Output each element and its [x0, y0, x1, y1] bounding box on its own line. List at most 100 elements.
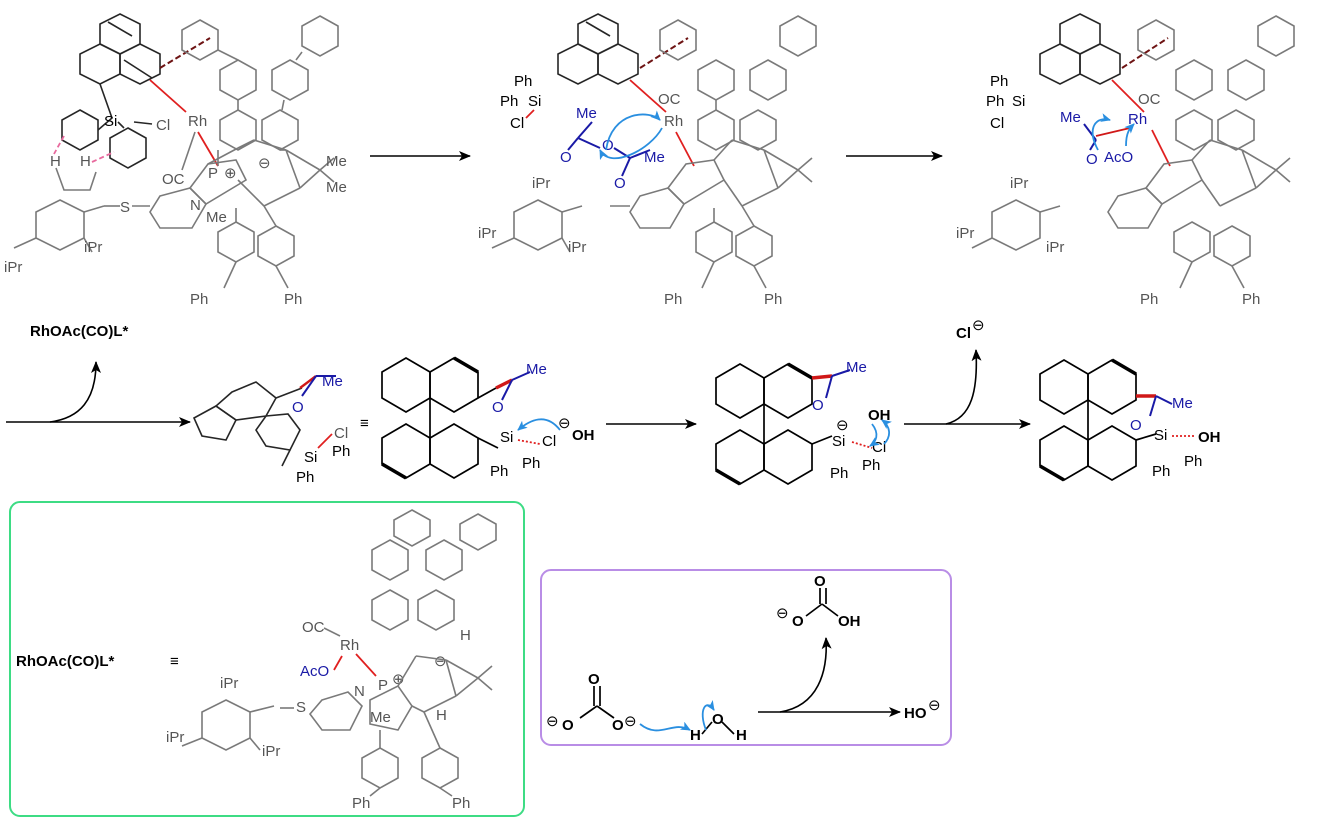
cl-label-2: Cl	[510, 115, 524, 132]
ligand-h-a: H	[460, 627, 471, 644]
equiv-sign-1: ≡	[360, 415, 369, 432]
ligand-n: N	[354, 683, 365, 700]
si-penta: Si	[832, 433, 845, 450]
ipr-b-2: iPr	[478, 225, 496, 242]
cl-label-3: Cl	[990, 115, 1004, 132]
hydroxide-minus: ⊖	[558, 415, 571, 432]
ph-a-2: Ph	[514, 73, 532, 90]
o-product: O	[1130, 417, 1142, 434]
me-b-2: Me	[644, 149, 665, 166]
h-label-1: H	[50, 153, 61, 170]
released-catalyst-label: RhOAc(CO)L*	[30, 323, 128, 340]
o-c-2: O	[614, 175, 626, 192]
ph-b-3: Ph	[986, 93, 1004, 110]
minus-penta: ⊖	[836, 417, 849, 434]
carbonate-minus-b: ⊖	[624, 713, 637, 730]
h-label-2: H	[80, 153, 91, 170]
o-attack: O	[492, 399, 504, 416]
ligand-ipr-b: iPr	[166, 729, 184, 746]
me-label-n: Me	[206, 209, 227, 226]
carbonate-o-a: O	[562, 717, 574, 734]
ligand-box-structure: OC Rh AcO P ⊕ N S Me ⊖ H H	[166, 509, 497, 812]
ipr-a-3: iPr	[1010, 175, 1028, 192]
ph-a-penta: Ph	[862, 457, 880, 474]
cl-attack: Cl	[542, 433, 556, 450]
p-charge: ⊕	[224, 165, 237, 182]
ligand-ipr-c: iPr	[262, 743, 280, 760]
rh-label-2: Rh	[664, 113, 683, 130]
ph-1: Ph	[190, 291, 208, 308]
oh-product: OH	[1198, 429, 1221, 446]
ligand-co: OC	[302, 619, 325, 636]
bicarbonate-oh: OH	[838, 613, 861, 630]
ligand-h-b: H	[436, 707, 447, 724]
si-label-2: Si	[528, 93, 541, 110]
water-o: O	[712, 711, 724, 728]
me-product: Me	[1172, 395, 1193, 412]
step1-complex: Si Cl Rh OC H H	[4, 13, 347, 308]
ph-b-attack: Ph	[490, 463, 508, 480]
carbonate-o-b: O	[612, 717, 624, 734]
o-label-3: O	[1086, 151, 1098, 168]
ph-a-attack: Ph	[522, 455, 540, 472]
aco-label-3: AcO	[1104, 149, 1133, 166]
ligand-aco: AcO	[300, 663, 329, 680]
hydroxide-attack-structure: Me O Si Cl Ph Ph ⊖ OH	[381, 356, 595, 480]
ph-b-2: Ph	[500, 93, 518, 110]
ligand-rh: Rh	[340, 637, 359, 654]
bicarbonate-minus: ⊖	[776, 605, 789, 622]
n-label: N	[190, 197, 201, 214]
ligand-minus: ⊖	[434, 653, 447, 670]
ipr-c-2: iPr	[568, 239, 586, 256]
me-penta: Me	[846, 359, 867, 376]
released-catalyst-text: RhOAc(CO)L*	[30, 323, 128, 340]
o-b-2: O	[602, 137, 614, 154]
ipr-a-2: iPr	[532, 175, 550, 192]
minus-label: ⊖	[258, 155, 271, 172]
si-product: Si	[1154, 427, 1167, 444]
bicarbonate-o: O	[814, 573, 826, 590]
carbonate-mechanism: O ⊖ O OH O ⊖ O O ⊖ H O H HO ⊖	[546, 573, 941, 744]
ph1-3: Ph	[1140, 291, 1158, 308]
ligand-box-label: RhOAc(CO)L*	[16, 653, 114, 670]
co-label-2: OC	[658, 91, 681, 108]
ph-2: Ph	[284, 291, 302, 308]
ph-b-product: Ph	[1152, 463, 1170, 480]
oh-penta: OH	[868, 407, 891, 424]
step2-complex: Ph Ph Si Cl Me O O O Me Rh OC	[478, 13, 817, 308]
ipr-b-3: iPr	[956, 225, 974, 242]
rh-label: Rh	[188, 113, 207, 130]
ph-b-penta: Ph	[830, 465, 848, 482]
ipr-1: iPr	[4, 259, 22, 276]
ligand-p-charge: ⊕	[392, 671, 405, 688]
silyl-chloride-3d: Me O Si Cl Ph Ph	[192, 373, 350, 486]
bicarbonate-o2: O	[792, 613, 804, 630]
ph-a-3: Ph	[990, 73, 1008, 90]
silanol-product: Me O Si OH Ph Ph	[1039, 358, 1221, 482]
o-penta: O	[812, 397, 824, 414]
pentacoordinate-intermediate: Me O ⊖ Si OH Cl Ph Ph	[715, 359, 892, 486]
ligand-ipr-a: iPr	[220, 675, 238, 692]
carbonate-base-box	[540, 569, 952, 746]
catalyst-release-arrow	[49, 361, 101, 423]
ph-a-product: Ph	[1184, 453, 1202, 470]
ipr-c-3: iPr	[1046, 239, 1064, 256]
me-a-2: Me	[576, 105, 597, 122]
ligand-me: Me	[370, 709, 391, 726]
chloride-charge: ⊖	[972, 317, 985, 334]
co-label-3: OC	[1138, 91, 1161, 108]
si-attack: Si	[500, 429, 513, 446]
chloride-release-arrow	[945, 349, 982, 425]
ligand-definition-box	[9, 501, 525, 817]
p-label: P	[208, 165, 218, 182]
si-label-3: Si	[1012, 93, 1025, 110]
me-label-3: Me	[1060, 109, 1081, 126]
ligand-ph1: Ph	[352, 795, 370, 812]
co-label: OC	[162, 171, 185, 188]
si-silyl: Si	[304, 449, 317, 466]
me-label-b: Me	[326, 179, 347, 196]
carbonate-minus-a: ⊖	[546, 713, 559, 730]
si-label: Si	[104, 113, 117, 130]
ipr-2: iPr	[84, 239, 102, 256]
